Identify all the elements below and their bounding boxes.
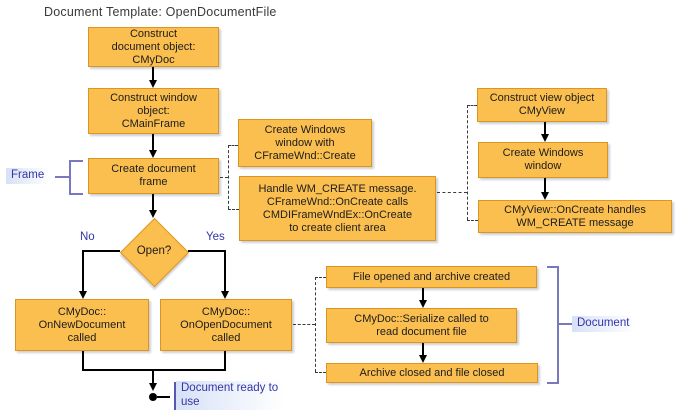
arrow-down-icon	[149, 80, 157, 88]
dashed-connector	[315, 277, 316, 372]
dashed-connector	[315, 372, 326, 373]
branch-no-label: No	[80, 231, 95, 243]
flow-box-file-opened: File opened and archive created	[326, 266, 537, 288]
diagram-title: Document Template: OpenDocumentFile	[44, 5, 277, 19]
arrow-down-icon	[419, 355, 427, 363]
document-bracket	[557, 266, 559, 384]
flow-box-construct-document: Construct document object: CMyDoc	[88, 27, 219, 67]
connector-line	[157, 396, 170, 398]
arrow-down-icon	[149, 150, 157, 158]
flow-box-construct-view: Construct view object CMyView	[477, 88, 607, 122]
connector-line	[82, 351, 84, 371]
flow-box-serialize: CMyDoc::Serialize called to read documen…	[326, 308, 517, 343]
dashed-connector	[467, 220, 478, 221]
connector-line	[422, 343, 424, 356]
flow-box-construct-window: Construct window object: CMainFrame	[88, 88, 219, 134]
arrow-down-icon	[541, 134, 549, 142]
frame-label: Frame	[6, 168, 51, 184]
branch-yes-label: Yes	[206, 231, 225, 243]
document-label: Document	[572, 316, 636, 332]
connector-line	[152, 194, 154, 211]
connector-line	[224, 351, 226, 371]
frame-bracket	[69, 160, 71, 195]
dashed-connector	[228, 145, 238, 146]
dashed-connector	[467, 105, 477, 106]
dashed-connector	[228, 209, 239, 210]
arrow-down-icon	[79, 291, 87, 299]
dashed-connector	[315, 277, 326, 278]
dashed-connector	[437, 192, 467, 193]
frame-bracket	[69, 193, 83, 195]
connector-line	[544, 122, 546, 135]
flow-box-onopendocument: CMyDoc:: OnOpenDocument called	[160, 299, 292, 351]
arrow-down-icon	[541, 192, 549, 200]
document-ready-label: Document ready to use	[176, 381, 285, 410]
connector-line	[152, 369, 154, 384]
arrow-down-icon	[149, 210, 157, 218]
document-bracket	[547, 382, 559, 384]
connector-line	[188, 250, 226, 252]
arrow-down-icon	[149, 383, 157, 391]
connector-line	[83, 250, 120, 252]
connector-line	[422, 288, 424, 301]
flow-box-cmyview-oncreate: CMyView::OnCreate handles WM_CREATE mess…	[478, 200, 672, 233]
connector-line	[82, 250, 84, 292]
connector-line	[82, 369, 226, 371]
flow-box-create-windows-window: Create Windows window	[478, 142, 608, 178]
connector-line	[152, 67, 154, 81]
flow-box-archive-closed: Archive closed and file closed	[326, 363, 538, 383]
arrow-down-icon	[221, 291, 229, 299]
callout-box-handle-wm-create: Handle WM_CREATE message. CFrameWnd::OnC…	[239, 176, 436, 241]
frame-bracket	[69, 160, 83, 162]
callout-box-create-windows-window-cframewnd: Create Windows window with CFrameWnd::Cr…	[238, 119, 372, 167]
document-bracket	[547, 266, 559, 268]
document-bracket	[557, 323, 572, 325]
end-dot	[149, 393, 157, 401]
connector-line	[224, 250, 226, 292]
decision-label: Open?	[136, 245, 172, 257]
connector-line	[152, 134, 154, 151]
flow-box-onnewdocument: CMyDoc:: OnNewDocument called	[15, 299, 149, 351]
dashed-connector	[467, 105, 468, 220]
dashed-connector	[293, 324, 315, 325]
frame-bracket	[55, 176, 69, 178]
ready-label-bar	[174, 382, 176, 410]
connector-line	[544, 178, 546, 193]
flow-box-create-document-frame: Create document frame	[88, 158, 219, 194]
dashed-connector	[220, 177, 228, 178]
dashed-connector	[228, 145, 229, 209]
arrow-down-icon	[419, 300, 427, 308]
